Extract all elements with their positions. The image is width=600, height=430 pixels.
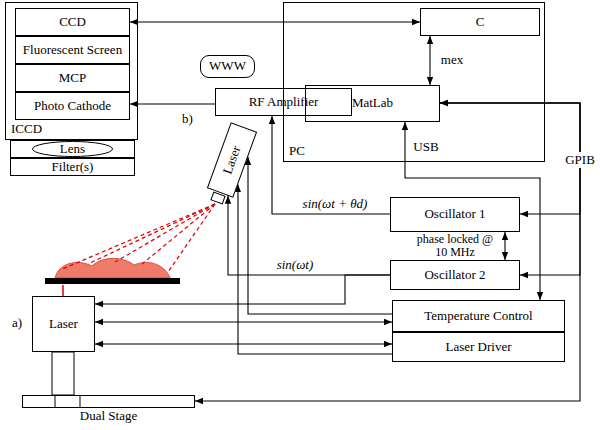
filter-box: Filter(s) [10, 158, 135, 176]
annotation-label: phase locked @ 10 MHz [415, 233, 495, 259]
network-box: WWW [200, 55, 255, 78]
amplifier-box: RF Amplifier [215, 88, 352, 116]
stage-platform: Dual Stage [22, 395, 195, 408]
node-text: Oscillator 2 [424, 268, 485, 283]
laser-aperture [211, 192, 225, 204]
node-text: Dual Stage [23, 409, 194, 424]
signal-connector [95, 275, 390, 304]
node-text: Fluorescent Screen [23, 43, 122, 58]
node-text: MatLab [352, 96, 393, 111]
sensor-layer: MCP [15, 64, 130, 92]
node-text: Laser [49, 317, 78, 332]
node-text: ICCD [11, 122, 42, 137]
signal-connector [95, 321, 392, 322]
signal-connector [130, 103, 215, 104]
signal-label: GPIB [563, 152, 597, 168]
signal-connector [228, 196, 390, 275]
signal-connector [238, 184, 392, 354]
signal-connector [195, 103, 580, 401]
laser-mount [52, 352, 74, 395]
sensor-layer: Fluorescent Screen [15, 36, 130, 64]
signal-connector [504, 232, 505, 260]
laser-fan [60, 204, 215, 272]
laser-beam [62, 285, 64, 296]
node-text: RF Amplifier [249, 95, 319, 110]
annotation-label: b) [182, 112, 193, 126]
node-text: PC [289, 144, 305, 159]
controller-box: Temperature Control [392, 300, 565, 332]
signal-connector [248, 157, 392, 314]
sensor-layer: CCD [15, 8, 130, 36]
node-text: C [476, 15, 485, 30]
signal-connector [95, 343, 392, 344]
sample-holder [45, 278, 180, 284]
node-text: Oscillator 1 [424, 207, 485, 222]
oscillator-box: Oscillator 1 [390, 197, 520, 232]
lens-outline [33, 142, 113, 157]
node-text: Laser Driver [445, 340, 511, 355]
laser-box: Laser [207, 122, 257, 197]
sample [55, 258, 170, 278]
computer-box: PC C MatLab [283, 2, 545, 162]
laser-box: Laser [32, 296, 95, 352]
node-text: CCD [59, 15, 86, 30]
device-housing: ICCD CCD Fluorescent ScreenMCP Photo Cathod… [5, 2, 138, 140]
signal-label: mex [439, 52, 465, 68]
lens-box: Lens [10, 140, 135, 158]
node-text: Temperature Control [424, 309, 532, 324]
software-box: MatLab [305, 85, 440, 122]
node-text: MCP [59, 71, 86, 86]
node-text: Laser [220, 144, 244, 176]
node-text: WWW [209, 59, 246, 74]
signal-connector [130, 21, 420, 22]
annotation-label: a) [12, 316, 22, 330]
node-text: Lens [60, 142, 85, 157]
signal-label: sin(ωt + θd) [301, 196, 370, 212]
signal-label: sin(ωt) [275, 257, 316, 273]
signal-label: USB [411, 139, 440, 155]
stage-divider [80, 395, 81, 408]
sensor-layer: Photo Cathode [15, 92, 130, 120]
software-box: C [420, 8, 540, 36]
stage-divider [55, 395, 56, 408]
node-text: Filter(s) [52, 160, 94, 175]
oscillator-box: Oscillator 2 [390, 260, 520, 290]
signal-connector [272, 116, 390, 214]
signal-connector [429, 36, 430, 85]
node-text: Photo Cathode [34, 99, 111, 114]
controller-box: Laser Driver [392, 332, 565, 362]
